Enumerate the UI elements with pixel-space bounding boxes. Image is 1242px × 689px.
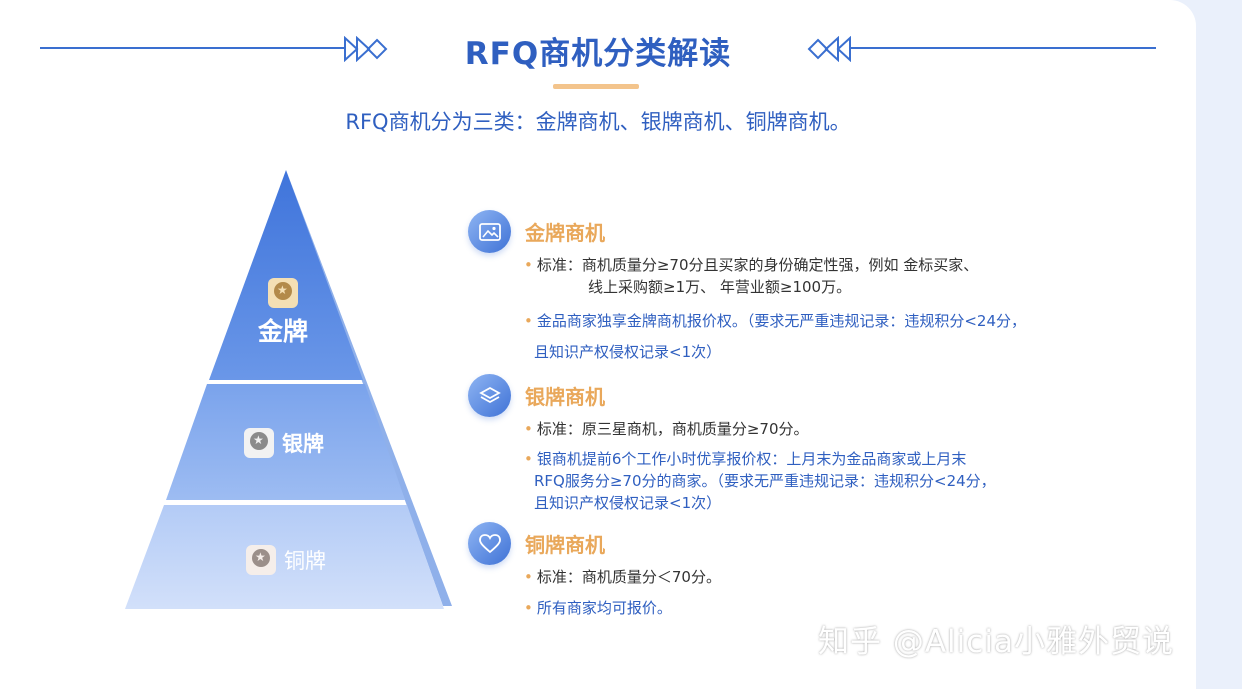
pyramid-tier-gold [209,170,363,380]
bronze-standard-line-1: 标准：商机质量分＜70分。 [536,568,721,586]
gold-privilege-line-1: 金品商家独享金牌商机报价权。（要求无严重违规记录：违规积分<24分， [536,312,1027,330]
gold-privilege-bullet: •金品商家独享金牌商机报价权。（要求无严重违规记录：违规积分<24分， 且知识产… [524,312,1027,361]
section-bronze-title: 铜牌商机 [525,533,605,557]
gold-standard-line-2: 线上采购额≥1万、 年营业额≥100万。 [588,278,852,296]
gold-medal-icon [268,278,298,308]
silver-privilege-bullet: •银商机提前6个工作小时优享报价权：上月末为金品商家或上月末 RFQ服务分≥70… [524,450,996,512]
silver-tier-label: 银牌 [244,428,324,458]
section-silver-title: 银牌商机 [525,385,605,409]
bronze-privilege-bullet: •所有商家均可报价。 [524,599,672,617]
section-silver: 银牌商机 [468,374,605,417]
silver-standard-bullet: •标准：原三星商机，商机质量分≥70分。 [524,420,809,438]
pyramid-side-shade [286,170,452,606]
title-underline [553,84,639,89]
gold-privilege-line-2: 且知识产权侵权记录<1次） [534,343,722,361]
page-subtitle: RFQ商机分为三类：金牌商机、银牌商机、铜牌商机。 [345,110,851,134]
page-title: RFQ商机分类解读 [464,36,732,72]
heart-icon [468,522,511,565]
silver-privilege-line-2: RFQ服务分≥70分的商家。（要求无严重违规记录：违规积分<24分， [534,472,996,490]
bronze-tier-label: 铜牌 [246,545,326,575]
silver-tier-text: 银牌 [282,432,324,456]
header-line-right [851,47,1156,49]
bronze-medal-icon [246,545,276,575]
silver-medal-icon [244,428,274,458]
section-gold-title: 金牌商机 [525,221,605,245]
image-icon [468,210,511,253]
section-gold: 金牌商机 [468,210,605,253]
arrow-decoration-right-icon [807,36,851,62]
bronze-tier-text: 铜牌 [284,549,326,573]
pyramid-tier-bronze [125,505,444,609]
bronze-privilege-line-1: 所有商家均可报价。 [536,599,672,617]
layers-icon [468,374,511,417]
gold-tier-text: 金牌 [258,317,309,346]
arrow-decoration-left-icon [344,36,388,62]
header-line-left [40,47,345,49]
gold-tier-label: 金牌 [258,278,308,348]
watermark: 知乎 @Alicia小雅外贸说 [818,624,1174,660]
pyramid-diagram [125,170,452,609]
pyramid-tier-silver [166,384,405,500]
gold-standard-bullet: •标准：商机质量分≥70分且买家的身份确定性强，例如 金标买家、 线上采购额≥1… [524,256,979,296]
silver-privilege-line-3: 且知识产权侵权记录<1次） [534,494,722,512]
silver-standard-line-1: 标准：原三星商机，商机质量分≥70分。 [536,420,809,438]
section-bronze: 铜牌商机 [468,522,605,565]
gold-standard-line-1: 标准：商机质量分≥70分且买家的身份确定性强，例如 金标买家、 [536,256,979,274]
bronze-standard-bullet: •标准：商机质量分＜70分。 [524,568,721,586]
silver-privilege-line-1: 银商机提前6个工作小时优享报价权：上月末为金品商家或上月末 [536,450,967,468]
